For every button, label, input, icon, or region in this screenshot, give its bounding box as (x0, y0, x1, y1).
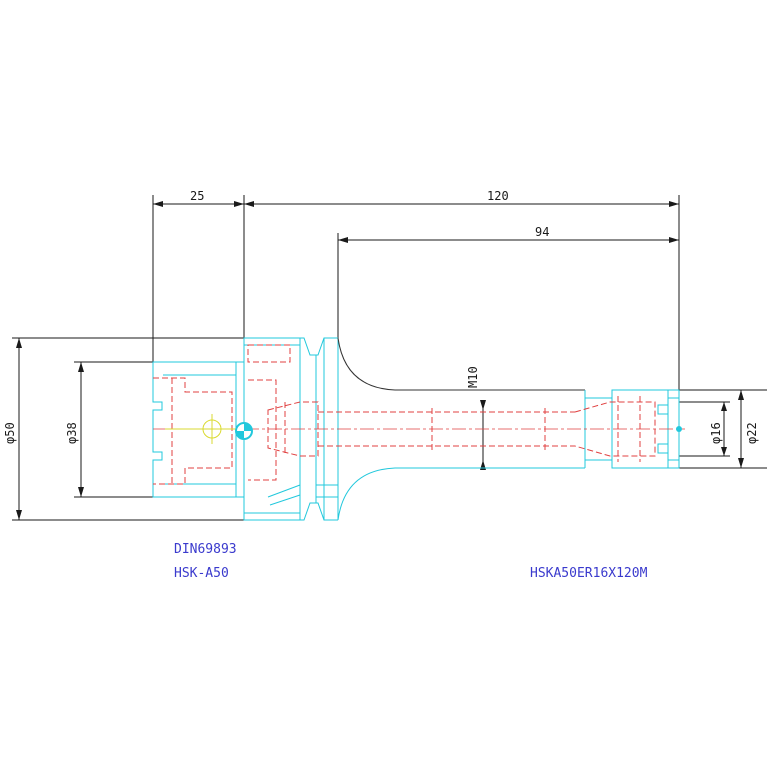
dim-label-phi50: φ50 (3, 422, 17, 444)
neck-fillet-top (337, 337, 585, 391)
interface-label: HSK-A50 (174, 566, 229, 581)
part-number-label: HSKA50ER16X120M (530, 566, 648, 581)
gauge-marker (165, 414, 682, 444)
dim-label-94: 94 (535, 225, 549, 239)
dim-label-phi38: φ38 (65, 422, 79, 444)
v-groove (300, 337, 338, 521)
dimension-lines (12, 195, 767, 521)
neck-fillet-bottom (337, 467, 585, 521)
dim-label-phi22: φ22 (745, 422, 759, 444)
dim-label-m10: M10 (466, 366, 480, 388)
dim-label-25: 25 (190, 189, 204, 203)
standard-label: DIN69893 (174, 542, 237, 557)
hidden-lines (153, 344, 685, 485)
dim-label-phi16: φ16 (709, 422, 723, 444)
dim-label-120: 120 (487, 189, 509, 203)
